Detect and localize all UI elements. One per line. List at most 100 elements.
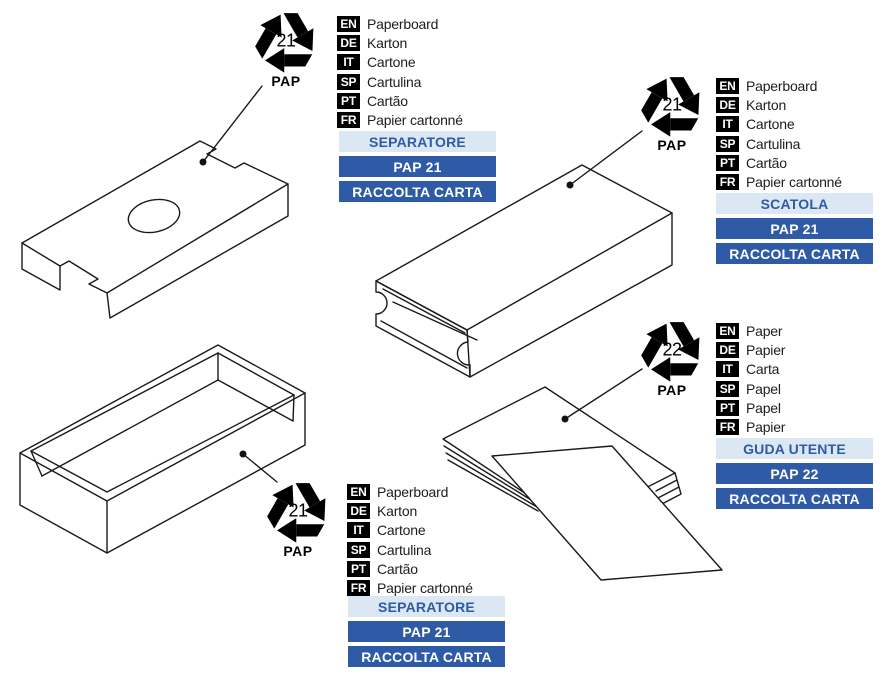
language-material-name: Papier cartonné: [367, 112, 463, 129]
recycling-material-code: PAP: [283, 543, 313, 559]
language-material-name: Paper: [746, 322, 783, 339]
language-code-badge: SP: [337, 73, 360, 90]
language-list: EN Paperboard DE Karton IT Cartone SP Ca…: [347, 482, 473, 598]
recycling-material-code: PAP: [657, 137, 687, 153]
language-row: DE Karton: [716, 95, 842, 114]
language-row: IT Cartone: [347, 521, 473, 540]
language-row: FR Papier: [716, 417, 785, 436]
labels-stack: SEPARATORE PAP 21 RACCOLTA CARTA: [339, 131, 496, 206]
language-code-badge: PT: [337, 92, 360, 109]
labels-stack: SEPARATORE PAP 21 RACCOLTA CARTA: [348, 596, 505, 671]
language-row: EN Paperboard: [347, 482, 473, 501]
language-material-name: Papier: [746, 341, 786, 358]
disposal-label: RACCOLTA CARTA: [716, 243, 873, 264]
language-code-badge: SP: [716, 380, 739, 397]
language-row: DE Karton: [337, 33, 463, 52]
separator-top-face: [21, 140, 289, 294]
component-name-label: SEPARATORE: [348, 596, 505, 617]
language-material-name: Karton: [367, 34, 408, 51]
material-code-label: PAP 21: [339, 156, 496, 177]
recycling-code-number: 21: [276, 30, 296, 51]
language-material-name: Cartão: [377, 560, 418, 577]
leader-dot: [561, 415, 569, 423]
language-material-name: Paperboard: [367, 15, 439, 32]
language-material-name: Cartulina: [746, 135, 801, 152]
language-row: FR Papier cartonné: [716, 172, 842, 191]
separator-illustration: [21, 85, 289, 319]
language-material-name: Papel: [746, 399, 781, 416]
recycling-material-code: PAP: [657, 382, 687, 398]
leader-dot: [239, 450, 247, 458]
language-material-name: Papier: [746, 419, 786, 436]
language-material-name: Cartone: [746, 116, 795, 133]
component-name-label: SCATOLA: [716, 193, 873, 214]
material-code-label: PAP 22: [716, 463, 873, 484]
language-code-badge: DE: [347, 502, 370, 519]
leader-line: [202, 85, 263, 163]
language-material-name: Cartulina: [367, 73, 422, 90]
language-row: DE Karton: [347, 501, 473, 520]
front-sheet: [491, 445, 723, 581]
disposal-label: RACCOLTA CARTA: [339, 181, 496, 202]
sleeve-open-end: [375, 280, 471, 378]
leader-dot: [199, 158, 207, 166]
language-row: EN Paperboard: [337, 14, 463, 33]
language-row: IT Cartone: [337, 53, 463, 72]
language-row: IT Carta: [716, 360, 785, 379]
tray-inner-corner-edges: [30, 352, 295, 477]
recycling-code-number: 21: [288, 500, 308, 521]
language-row: EN Paperboard: [716, 76, 842, 95]
recycling-symbol-pap21: 21 PAP: [251, 7, 321, 88]
language-material-name: Cartone: [377, 522, 426, 539]
language-material-name: Karton: [377, 502, 418, 519]
component-name-label: SEPARATORE: [339, 131, 496, 152]
disposal-label: RACCOLTA CARTA: [348, 646, 505, 667]
language-material-name: Paperboard: [746, 77, 818, 94]
language-row: PT Cartão: [337, 91, 463, 110]
language-material-name: Papier cartonné: [377, 580, 473, 597]
language-material-name: Carta: [746, 361, 780, 378]
language-code-badge: EN: [347, 483, 370, 500]
recycling-symbol-pap21: 21 PAP: [263, 477, 333, 558]
language-material-name: Cartulina: [377, 541, 432, 558]
recycling-symbol-pap22: 22 PAP: [637, 316, 707, 397]
separator-front-wall: [106, 183, 289, 319]
language-code-badge: IT: [337, 54, 360, 71]
language-row: PT Cartão: [347, 559, 473, 578]
leader-line: [564, 368, 643, 420]
language-material-name: Karton: [746, 96, 787, 113]
labels-stack: GUDA UTENTE PAP 22 RACCOLTA CARTA: [716, 438, 873, 513]
language-list: EN Paperboard DE Karton IT Cartone SP Ca…: [337, 14, 463, 130]
language-row: IT Cartone: [716, 115, 842, 134]
tray-inner-bottom-edges: [41, 379, 294, 477]
language-code-badge: PT: [716, 154, 739, 171]
language-material-name: Cartone: [367, 54, 416, 71]
tray-inner-rim: [30, 352, 295, 493]
language-row: PT Cartão: [716, 153, 842, 172]
language-code-badge: SP: [347, 541, 370, 558]
paper-stack-corner-steps: [655, 472, 682, 506]
disposal-label: RACCOLTA CARTA: [716, 488, 873, 509]
language-material-name: Cartão: [746, 154, 787, 171]
paper-stack-top-sheet: [442, 386, 676, 526]
language-code-badge: DE: [716, 341, 739, 358]
language-row: SP Cartulina: [337, 72, 463, 91]
language-code-badge: FR: [716, 419, 739, 436]
sleeve-inner-depth-line: [392, 301, 478, 341]
material-code-label: PAP 21: [348, 621, 505, 642]
language-list: EN Paperboard DE Karton IT Cartone SP Ca…: [716, 76, 842, 192]
labels-stack: SCATOLA PAP 21 RACCOLTA CARTA: [716, 193, 873, 268]
language-code-badge: IT: [716, 361, 739, 378]
language-code-badge: SP: [716, 135, 739, 152]
language-row: DE Papier: [716, 340, 785, 359]
language-material-name: Papel: [746, 380, 781, 397]
sleeve-inner-edge: [382, 288, 466, 334]
language-code-badge: EN: [337, 15, 360, 32]
language-row: SP Cartulina: [716, 134, 842, 153]
language-row: SP Papel: [716, 379, 785, 398]
language-material-name: Cartão: [367, 92, 408, 109]
language-row: FR Papier cartonné: [337, 110, 463, 129]
language-material-name: Paperboard: [377, 483, 449, 500]
language-code-badge: EN: [716, 77, 739, 94]
language-code-badge: IT: [716, 116, 739, 133]
